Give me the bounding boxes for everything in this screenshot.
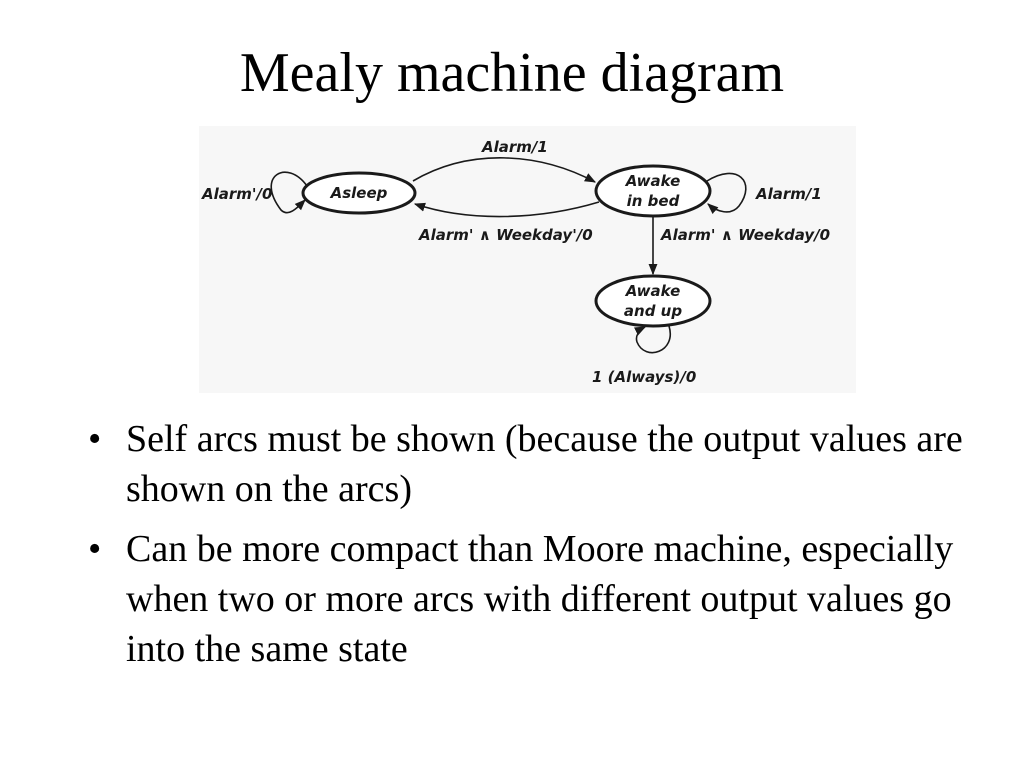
state-awake-and-up-label-line1: Awake [625,282,681,300]
arc-in-bed-self-label: Alarm/1 [755,185,822,203]
arc-asleep-self [270,171,308,214]
state-awake-in-bed [594,164,712,218]
bullet-item: • Can be more compact than Moore machine… [78,524,978,674]
state-awake-in-bed-label-line1: Awake [625,172,681,190]
arc-in-bed-to-asleep-label: Alarm' ∧ Weekday'/0 [418,226,593,244]
arc-up-self [633,325,672,354]
bullet-item: • Self arcs must be shown (because the o… [78,414,978,514]
state-asleep-label: Asleep [330,184,388,202]
arc-asleep-to-in-bed [412,157,596,183]
bullet-text: Can be more compact than Moore machine, … [126,528,954,670]
state-awake-and-up-label-line2: and up [624,302,682,320]
bullet-marker: • [88,418,102,460]
state-diagram-svg: Asleep Awake in bed Awake and up Alarm'/… [201,138,830,386]
bullet-text: Self arcs must be shown (because the out… [126,418,963,510]
arc-in-bed-self [706,172,747,215]
arc-asleep-to-in-bed-label: Alarm/1 [481,138,548,156]
bullet-marker: • [88,528,102,570]
bullet-list: • Self arcs must be shown (because the o… [78,414,978,684]
state-awake-in-bed-label-line2: in bed [627,192,680,210]
state-asleep [301,171,417,215]
arc-in-bed-to-up-label: Alarm' ∧ Weekday/0 [660,226,830,244]
state-awake-and-up [594,274,712,328]
slide-title: Mealy machine diagram [239,42,785,104]
arc-in-bed-to-asleep [413,201,600,218]
arc-asleep-self-label: Alarm'/0 [201,185,272,203]
arc-up-self-label: 1 (Always)/0 [592,368,696,386]
mealy-state-diagram: Asleep Awake in bed Awake and up Alarm'/… [199,126,856,393]
